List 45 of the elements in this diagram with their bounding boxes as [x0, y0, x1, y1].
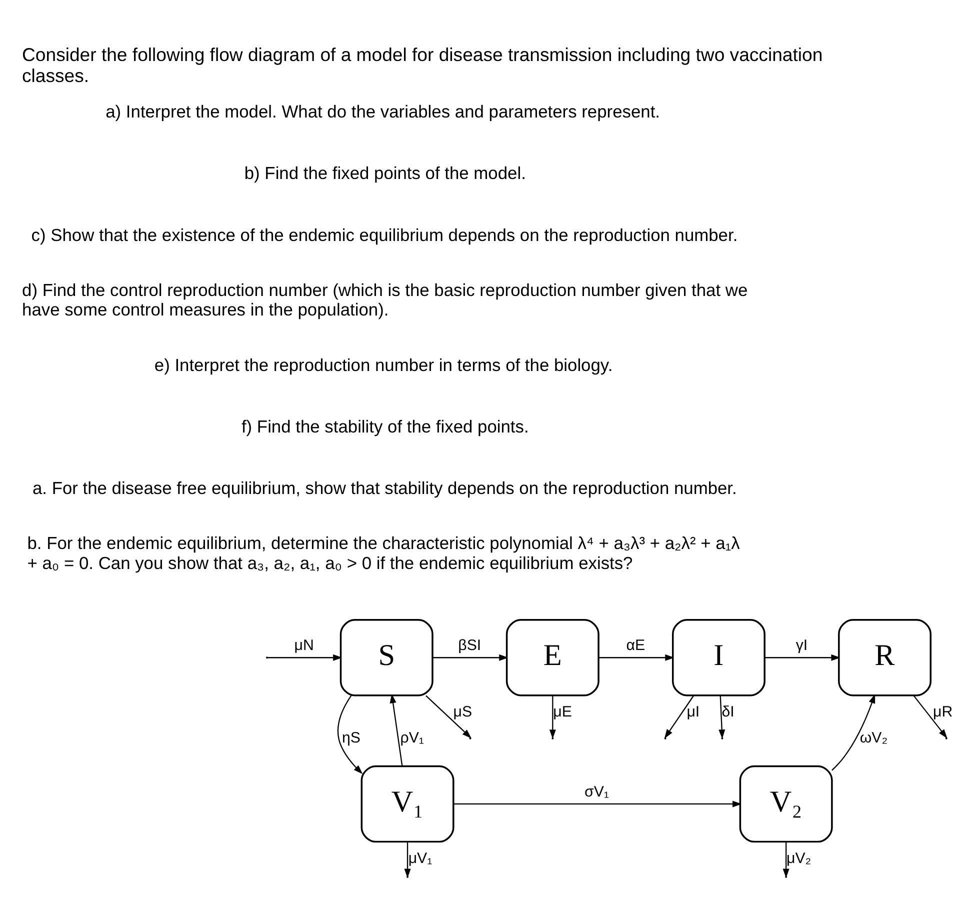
label: b) Find the fixed points of the model.	[244, 162, 526, 183]
edge-label: γI	[796, 636, 808, 654]
node-box: E	[506, 618, 600, 696]
arrow	[832, 693, 876, 770]
node-box: V₂	[739, 764, 833, 842]
edge-label: μR	[933, 703, 953, 720]
edge-label: μS	[453, 703, 472, 720]
label: b. For the endemic equilibrium, determine the characteristic polynomial λ⁴ + a₃λ³ + a₂λ² + a₁λ + a₀ = 0. Can you show that a₃, a₂, a₁, a₀ > 0 if the endemic equilibrium exists?	[27, 532, 740, 572]
node-box: I	[672, 618, 766, 696]
node-box: V₁	[360, 764, 454, 842]
edge-label: ηS	[342, 728, 360, 746]
edge-label: σV₁	[584, 782, 610, 800]
edge-label: μN	[294, 636, 314, 654]
node-box: R	[838, 618, 932, 696]
edge-label: αE	[626, 636, 646, 654]
edge-label: μV₁	[408, 850, 432, 867]
edge-label: μE	[553, 703, 572, 720]
arrow	[404, 842, 411, 878]
edge-label: βSI	[458, 636, 482, 654]
arrow	[432, 654, 508, 660]
arrow	[454, 800, 742, 807]
label: a) Interpret the model. What do the variables and parameters represent.	[106, 101, 660, 122]
diagram-title: Consider the following flow diagram of a model for disease transmission including two vaccination classes.	[22, 44, 823, 86]
arrow	[718, 695, 726, 738]
arrow	[913, 694, 948, 738]
label: f) Find the stability of the fixed points.	[241, 416, 529, 436]
label: c) Show that the existence of the endemic equilibrium depends on the reproduction number.	[31, 224, 738, 244]
label: e) Interpret the reproduction number in terms of the biology.	[154, 354, 613, 374]
label: a. For the disease free equilibrium, show that stability depends on the reproduction number.	[32, 477, 737, 498]
node-box: S	[340, 618, 434, 696]
arrow	[426, 694, 472, 738]
edge-label: ωV₂	[860, 728, 888, 746]
arrow	[268, 654, 342, 660]
arrow	[664, 694, 694, 738]
arrow	[390, 693, 403, 766]
arrow	[337, 694, 363, 774]
arrow	[782, 842, 790, 878]
arrow	[764, 654, 840, 660]
edge-label: μV₂	[786, 850, 812, 867]
edge-label: ρV₁	[400, 728, 424, 746]
edge-label: μI	[686, 703, 700, 720]
label: d) Find the control reproduction number (which is the basic reproduction number given that we have some control measures in the population).	[22, 279, 748, 320]
arrow	[598, 654, 674, 660]
arrow	[549, 695, 556, 738]
edge-label: δI	[722, 703, 734, 720]
